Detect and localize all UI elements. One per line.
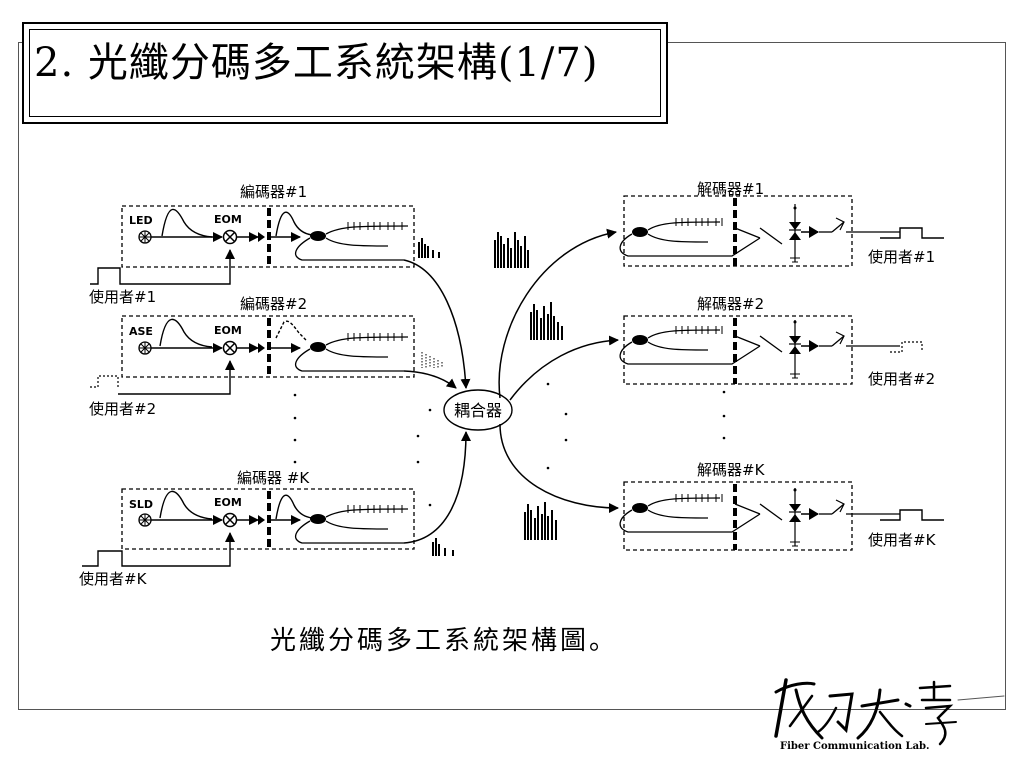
figure-caption: 光纖分碼多工系統架構圖。 xyxy=(270,626,619,656)
decoder-1: 解碼器#1 xyxy=(619,180,900,267)
fiber-grating-array xyxy=(347,333,403,341)
encoder-1: 編碼器#1 LED EOM xyxy=(121,183,440,268)
coupler-node xyxy=(310,231,326,241)
user-input-k: 使用者#K xyxy=(79,532,235,588)
user-output-2: 使用者#2 xyxy=(868,341,935,388)
decoder-box xyxy=(623,315,853,385)
light-source-icon xyxy=(138,341,152,355)
star-coupler: 耦合器 xyxy=(443,389,513,431)
photodetector-icon xyxy=(789,204,801,263)
lab-name: Fiber Communication Lab. xyxy=(780,741,930,752)
source-label: ASE xyxy=(129,325,153,338)
photodetector-icon xyxy=(789,488,801,547)
user-output-k: 使用者#K xyxy=(868,509,944,549)
user-output-1: 使用者#1 xyxy=(868,227,944,266)
combined-pulse-train xyxy=(524,502,557,540)
threshold-switch-icon xyxy=(819,331,900,347)
decoder-k: 解碼器#K xyxy=(619,461,900,551)
fiber-grating-array xyxy=(347,505,403,513)
combined-pulse-train xyxy=(494,232,529,268)
fiber-grating-array xyxy=(347,222,403,230)
user-input-2: 使用者#2 xyxy=(89,360,235,418)
decoder-box xyxy=(623,481,853,551)
decoder-2: 解碼器#2 xyxy=(619,295,900,385)
title-box: 2. 光纖分碼多工系統架構(1/7) xyxy=(22,22,668,124)
encoder-label: 編碼器 #K xyxy=(237,469,310,487)
university-logo-mark xyxy=(774,678,1005,746)
encoder-k: 編碼器 #K SLD EOM xyxy=(121,469,454,556)
decoder-label: 解碼器#K xyxy=(697,461,766,479)
encoder-box xyxy=(121,205,415,268)
source-label: SLD xyxy=(129,498,153,511)
light-source-icon xyxy=(138,513,152,527)
decoder-label: 解碼器#2 xyxy=(697,295,764,313)
threshold-switch-icon xyxy=(819,499,900,515)
encoder-box xyxy=(121,315,415,378)
spectrum-curve xyxy=(159,318,213,348)
eom-modulator-icon xyxy=(222,512,238,528)
combined-pulse-train xyxy=(530,302,563,340)
coupler-label: 耦合器 xyxy=(454,401,502,420)
spectrum-curve xyxy=(159,490,213,520)
light-source-icon xyxy=(138,230,152,244)
user-input-1: 使用者#1 xyxy=(89,249,235,306)
encoded-pulses xyxy=(418,238,440,258)
decoder-box xyxy=(623,195,853,267)
eom-modulator-icon xyxy=(222,229,238,245)
source-label: LED xyxy=(129,214,153,227)
user-label: 使用者#2 xyxy=(868,370,935,388)
modulator-label: EOM xyxy=(214,324,242,337)
encoder-box xyxy=(121,488,415,550)
modulator-label: EOM xyxy=(214,213,242,226)
encoded-pulses xyxy=(432,538,454,556)
encoder-label: 編碼器#2 xyxy=(240,295,307,313)
encoder-label: 編碼器#1 xyxy=(240,183,307,201)
ellipsis-dots xyxy=(293,382,726,507)
user-label: 使用者#2 xyxy=(89,400,156,418)
eom-modulator-icon xyxy=(222,340,238,356)
threshold-switch-icon xyxy=(819,217,900,233)
user-label: 使用者#K xyxy=(868,531,937,549)
decoder-label: 解碼器#1 xyxy=(697,180,764,198)
spectrum-curve xyxy=(161,208,213,238)
user-label: 使用者#1 xyxy=(868,248,935,266)
photodetector-icon xyxy=(789,320,801,379)
user-label: 使用者#1 xyxy=(89,288,156,306)
slide-title: 2. 光纖分碼多工系統架構(1/7) xyxy=(34,40,599,86)
coupler-node xyxy=(310,342,326,352)
title-inner-border xyxy=(29,29,661,117)
modulator-label: EOM xyxy=(214,496,242,509)
encoder-2: 編碼器#2 ASE EOM xyxy=(121,295,443,378)
user-label: 使用者#K xyxy=(79,570,148,588)
encoded-pulses xyxy=(421,352,443,368)
coupler-node xyxy=(310,514,326,524)
